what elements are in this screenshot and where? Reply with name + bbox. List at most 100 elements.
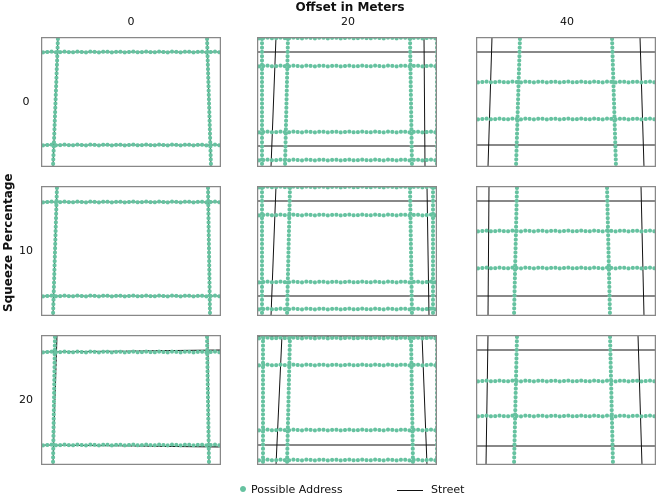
address-point xyxy=(51,306,56,311)
address-point xyxy=(605,207,610,212)
address-point xyxy=(51,438,56,443)
address-point xyxy=(62,293,67,298)
address-point xyxy=(343,213,347,218)
address-point xyxy=(515,114,520,119)
address-point xyxy=(613,144,618,149)
address-point xyxy=(606,246,611,251)
address-point xyxy=(527,378,532,383)
address-point xyxy=(170,199,174,204)
address-point xyxy=(612,131,617,136)
address-point xyxy=(157,49,162,54)
address-point xyxy=(643,414,648,419)
address-point xyxy=(325,213,330,218)
address-point xyxy=(261,446,265,451)
address-point xyxy=(512,451,517,456)
facet-panel-offset-20-squeeze-0 xyxy=(257,37,437,167)
address-point xyxy=(286,241,291,246)
address-point xyxy=(52,276,57,281)
address-point xyxy=(409,135,414,140)
address-point xyxy=(606,254,611,259)
address-point xyxy=(174,349,179,354)
address-point xyxy=(260,118,264,123)
address-point xyxy=(157,199,162,204)
address-point xyxy=(403,306,408,311)
address-point xyxy=(639,229,644,234)
address-point xyxy=(596,229,601,234)
address-point xyxy=(549,228,554,233)
address-point xyxy=(635,378,640,383)
street-line xyxy=(270,37,277,167)
address-point xyxy=(338,130,343,135)
chart-title: Offset in Meters xyxy=(295,0,405,14)
address-point xyxy=(51,412,56,417)
address-point xyxy=(409,343,414,348)
address-point xyxy=(187,49,192,54)
address-point xyxy=(208,157,213,162)
address-point xyxy=(416,63,421,68)
address-point xyxy=(609,378,614,382)
address-point xyxy=(544,229,549,234)
address-point xyxy=(409,369,414,374)
address-point xyxy=(613,135,618,140)
address-point xyxy=(611,92,616,97)
address-point xyxy=(368,158,373,163)
address-point xyxy=(54,75,59,80)
address-point xyxy=(278,306,283,311)
address-point xyxy=(260,306,264,311)
address-point xyxy=(207,250,212,255)
address-point xyxy=(408,62,413,67)
address-point xyxy=(579,413,584,418)
address-point xyxy=(286,412,291,417)
address-point xyxy=(71,50,76,55)
address-point xyxy=(325,363,330,368)
address-point xyxy=(355,280,360,285)
address-point xyxy=(261,416,265,421)
address-point xyxy=(606,267,611,272)
address-point xyxy=(622,413,627,418)
address-point xyxy=(51,157,56,162)
column-label: 40 xyxy=(560,15,574,28)
address-point xyxy=(513,246,518,251)
address-point xyxy=(424,307,429,312)
address-point xyxy=(312,280,317,285)
address-point xyxy=(484,413,489,418)
address-point xyxy=(161,350,166,355)
address-point xyxy=(351,130,356,135)
address-point xyxy=(512,429,517,434)
address-point xyxy=(304,457,309,462)
address-point xyxy=(410,433,415,438)
address-point xyxy=(351,363,356,368)
address-point xyxy=(287,211,292,216)
address-point xyxy=(493,80,498,85)
address-point xyxy=(260,92,264,97)
address-point xyxy=(79,200,84,205)
address-point xyxy=(600,414,605,419)
address-point xyxy=(101,442,106,447)
address-point xyxy=(205,373,210,378)
address-point xyxy=(512,289,517,294)
address-point xyxy=(291,362,296,367)
address-point xyxy=(408,224,413,229)
address-point xyxy=(540,378,545,383)
panel-border xyxy=(257,186,437,316)
address-point xyxy=(536,79,541,84)
address-point xyxy=(200,199,205,204)
address-point xyxy=(639,414,644,419)
address-point xyxy=(360,335,365,340)
address-point xyxy=(52,365,57,370)
address-point xyxy=(213,293,217,298)
address-point xyxy=(334,335,339,340)
address-point xyxy=(260,250,264,255)
address-point xyxy=(312,458,317,463)
address-point xyxy=(148,443,153,448)
address-point xyxy=(207,259,212,264)
address-point xyxy=(514,194,519,199)
address-point xyxy=(88,142,93,147)
address-point xyxy=(648,116,652,121)
address-point xyxy=(501,379,506,384)
address-point xyxy=(390,362,395,367)
address-point xyxy=(609,382,614,387)
address-point xyxy=(45,200,50,205)
address-point xyxy=(285,272,290,276)
address-point xyxy=(53,92,58,97)
